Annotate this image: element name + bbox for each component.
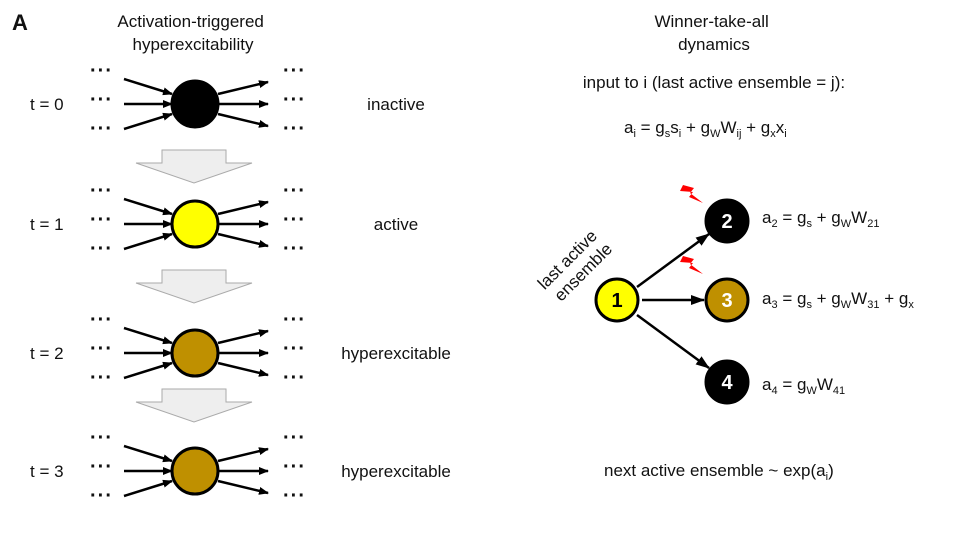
time-label: t = 0 [30, 95, 64, 114]
output-dots: ··· [283, 180, 306, 202]
input-dots: ··· [90, 309, 113, 331]
node-label: 4 [721, 372, 733, 394]
ensemble-row: t = 2 hyperexcitable ··· ··· ··· ··· ··· ··· [30, 309, 451, 389]
ensemble-node-2: 2 [704, 198, 750, 244]
input-dots: ··· [90, 485, 113, 507]
input-description: input to i (last active ensemble = j): [583, 73, 845, 92]
output-arrow [217, 479, 269, 495]
input-dots: ··· [90, 209, 113, 231]
state-label: hyperexcitable [341, 344, 451, 363]
output-dots: ··· [283, 485, 306, 507]
input-dots: ··· [90, 456, 113, 478]
transition-arrow [135, 388, 253, 423]
equation-a3: a3 = gs + gWW31 + gx [762, 289, 914, 311]
time-label: t = 2 [30, 344, 64, 363]
output-arrow [217, 329, 269, 345]
output-dots: ··· [283, 338, 306, 360]
next-active-line: next active ensemble ~ exp(ai) [604, 461, 834, 483]
output-dots: ··· [283, 367, 306, 389]
input-arrow [123, 479, 173, 498]
input-arrow [123, 326, 173, 345]
output-arrow [217, 200, 269, 216]
left-title: Activation-triggered hyperexcitability [117, 12, 268, 54]
node-circle [594, 277, 640, 323]
node-label: 1 [611, 290, 622, 312]
neuron-node [170, 446, 220, 496]
edge-1-to-2 [636, 232, 710, 289]
input-arrow [123, 361, 173, 380]
equation-a4: a4 = gWW41 [762, 375, 845, 397]
input-arrow [123, 197, 173, 216]
neuron-node [170, 328, 220, 378]
input-arrow [123, 77, 173, 96]
state-label: hyperexcitable [341, 462, 451, 481]
output-arrow [217, 80, 269, 96]
state-label: active [374, 215, 418, 234]
equation-a2: a2 = gs + gWW21 [762, 208, 879, 230]
ensemble-row: t = 0 inactive ··· ··· ··· ··· ··· ··· [30, 60, 425, 140]
output-dots: ··· [283, 118, 306, 140]
time-label: t = 3 [30, 462, 64, 481]
input-arrow [123, 232, 173, 251]
left-title-line-1: Activation-triggered [117, 12, 263, 31]
node-label: 2 [721, 211, 732, 233]
node-circle [704, 277, 750, 323]
right-title-line-2: dynamics [678, 35, 750, 54]
neuron-node [170, 79, 220, 129]
output-arrow [217, 112, 269, 128]
node-label: 3 [721, 290, 732, 312]
output-dots: ··· [283, 456, 306, 478]
right-title: Winner-take-all dynamics [654, 12, 773, 54]
input-dots: ··· [90, 180, 113, 202]
lightning-bolt-icon [680, 185, 703, 203]
edge-1-to-4 [636, 313, 710, 370]
right-title-line-1: Winner-take-all [654, 12, 768, 31]
output-arrow [217, 447, 269, 463]
output-dots: ··· [283, 209, 306, 231]
input-dots: ··· [90, 118, 113, 140]
output-dots: ··· [283, 89, 306, 111]
input-arrow [123, 112, 173, 131]
node-circle [704, 359, 750, 405]
output-dots: ··· [283, 309, 306, 331]
time-label: t = 1 [30, 215, 64, 234]
left-title-line-2: hyperexcitability [133, 35, 254, 54]
output-arrow [217, 361, 269, 377]
input-dots: ··· [90, 367, 113, 389]
node-circle [704, 198, 750, 244]
neuron-node [170, 199, 220, 249]
ensemble-row: t = 3 hyperexcitable ··· ··· ··· ··· ··· ··· [30, 427, 451, 507]
ensemble-node-4: 4 [704, 359, 750, 405]
transition-arrow [135, 149, 253, 184]
ensemble-node-1: 1 [594, 277, 640, 323]
input-dots: ··· [90, 89, 113, 111]
panel-label: A [12, 10, 28, 35]
transition-arrows [135, 149, 253, 423]
network-nodes: 1 2 3 4 [594, 198, 750, 405]
input-dots: ··· [90, 238, 113, 260]
output-dots: ··· [283, 60, 306, 82]
ensemble-node-3: 3 [704, 277, 750, 323]
main-equation: ai = gssi + gWWij + gxxi [624, 118, 787, 140]
ensemble-timeline: t = 0 inactive ··· ··· ··· ··· ··· ··· t = 1 acti… [30, 60, 451, 507]
lightning-bolt-icon [680, 256, 703, 274]
transition-arrow [135, 269, 253, 304]
ensemble-row: t = 1 active ··· ··· ··· ··· ··· ··· [30, 180, 418, 260]
output-dots: ··· [283, 238, 306, 260]
input-dots: ··· [90, 338, 113, 360]
output-dots: ··· [283, 427, 306, 449]
state-label: inactive [367, 95, 425, 114]
output-arrow [217, 232, 269, 248]
input-dots: ··· [90, 427, 113, 449]
network-edges [636, 232, 710, 370]
input-dots: ··· [90, 60, 113, 82]
input-arrow [123, 444, 173, 463]
